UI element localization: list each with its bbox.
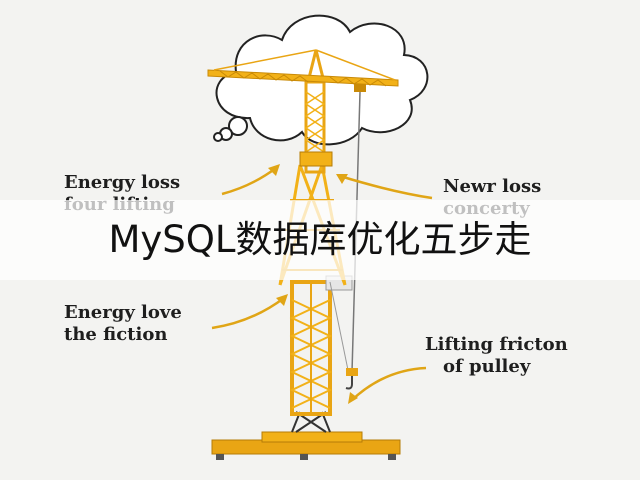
- page-title: MySQL数据库优化五步走: [108, 218, 532, 261]
- title-banner: [0, 200, 640, 280]
- callout-arrow: [221, 166, 277, 196]
- callout-arrow: [351, 366, 427, 401]
- callout-bottom-right-line2: of pulley: [443, 356, 531, 377]
- callout-top-left-line1: Energy loss: [64, 172, 181, 193]
- callout-top-right-line1: Newr loss: [443, 176, 542, 197]
- callout-arrow: [211, 296, 285, 330]
- callout-mid-left-line1: Energy love: [64, 302, 182, 323]
- tower-crane: [207, 49, 401, 460]
- callout-bottom-right-line1: Lifting fricton: [425, 334, 568, 355]
- callout-mid-left-line2: the fiction: [64, 324, 168, 345]
- callout-arrow: [339, 174, 433, 200]
